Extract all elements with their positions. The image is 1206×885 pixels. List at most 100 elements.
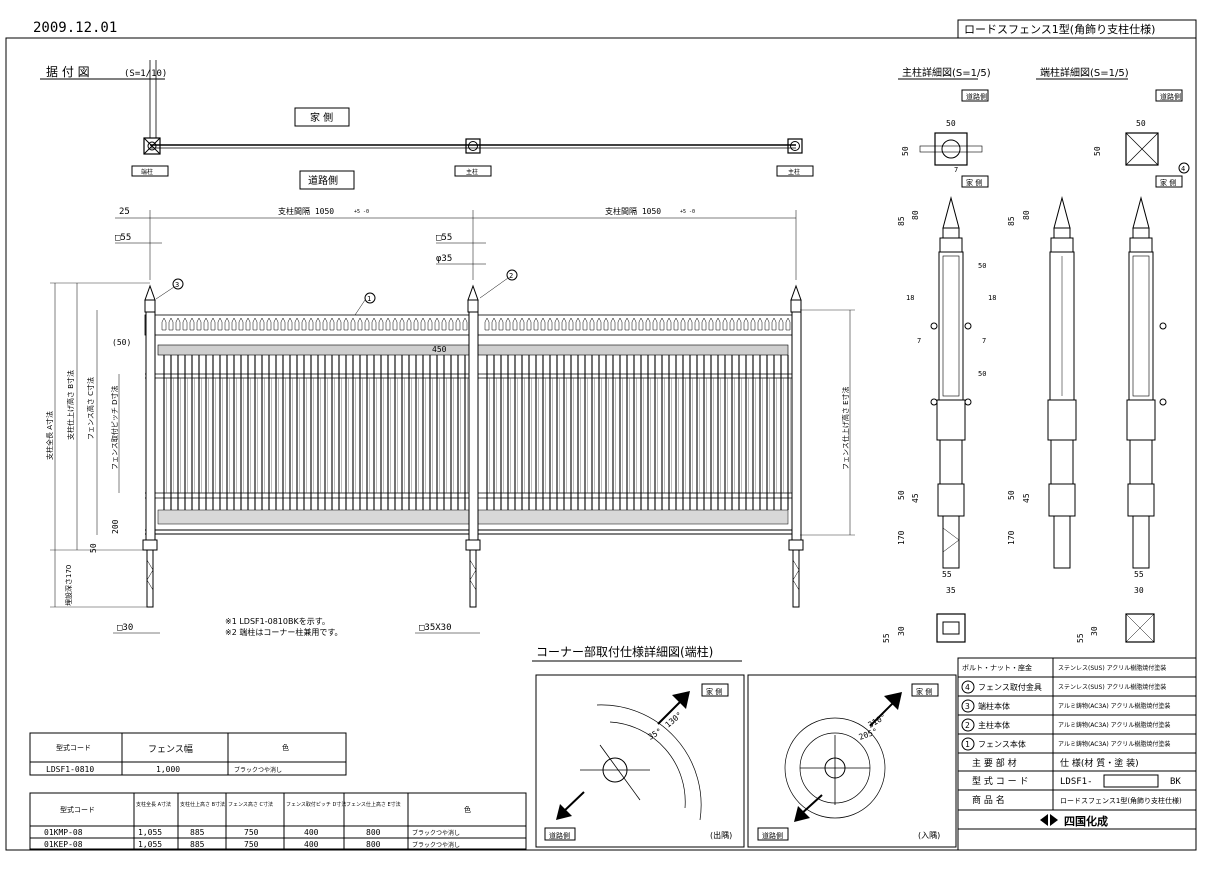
post-r1-c4: 400 [304, 840, 319, 849]
plan-house-box [294, 107, 350, 127]
end-d50-base: 50 [1007, 490, 1016, 500]
post-hdr-6: 色 [464, 805, 471, 814]
corner-title: コーナー部取付仕様詳細図(端柱) [536, 644, 713, 659]
fence-table: 型式コード フェンス幅 色 LDSF1-0810 1,000 ブラックつや消し [29, 732, 347, 776]
plan-main-post [465, 138, 481, 154]
end-d30: 30 [1134, 586, 1144, 595]
post-table: 型式コード 支柱全長 A寸法 支柱仕上高さ B寸法 フェンス高さ C寸法 フェン… [29, 792, 527, 850]
spec-part-4: フェンス本体 [978, 739, 1026, 749]
product-title: ロードスフェンス1型(角飾り支柱仕様) [964, 22, 1155, 36]
end-d80: 80 [1022, 210, 1031, 220]
angle-130: 130° [664, 710, 685, 729]
note-2: ※2 端柱はコーナー柱兼用です。 [225, 627, 343, 637]
label-e: フェンス仕上げ高さ E寸法 [841, 386, 850, 470]
label-c: フェンス高さ C寸法 [86, 377, 95, 440]
callouts: 1 2 3 [155, 269, 518, 316]
post-hdr-3: フェンス高さ C寸法 [228, 801, 273, 808]
main-detail-road: 道路側 [966, 92, 987, 101]
callout-2: 2 [509, 272, 513, 280]
end-detail-title: 端柱詳細図(S=1/5) [1040, 66, 1129, 79]
plan-road-side: 道路側 [308, 174, 338, 187]
dim-450: 450 [432, 345, 447, 354]
dim-sq55-mid: □55 [436, 233, 452, 243]
spec-spec-1: ステンレス(SUS) アクリル樹脂焼付塗装 [1058, 683, 1166, 691]
post-left [142, 284, 158, 608]
callout-1: 1 [367, 295, 371, 303]
post-r0-c4: 400 [304, 828, 319, 837]
fence-hdr-code: 型式コード [56, 743, 91, 752]
plan-label-main: 主柱 [466, 168, 478, 176]
corner-detail: コーナー部取付仕様詳細図(端柱) 家 側 道路側 130° 35° (出隅) 家… [532, 644, 957, 848]
fence-hdr-width: フェンス幅 [148, 743, 193, 755]
label-b: 支柱仕上げ高さ B寸法 [66, 370, 75, 440]
post-r0-c2: 885 [190, 828, 205, 837]
post-hdr-5: フェンス仕上高さ E寸法 [346, 801, 401, 808]
main-d50-top: 50 [946, 119, 956, 128]
end-d50-side: 50 [1093, 146, 1102, 156]
label-a: 支柱全長 A寸法 [45, 411, 54, 460]
end-mark4: 4 [1181, 165, 1185, 173]
post-r0-c3: 750 [244, 828, 259, 837]
maker-logo [1040, 814, 1048, 826]
main-d30-side: 30 [897, 626, 906, 636]
plan-end-post-right [787, 138, 803, 154]
main-d50-mid: 50 [978, 262, 986, 270]
main-d80: 80 [911, 210, 920, 220]
corner-in: (入隅) [918, 831, 940, 840]
dim-sq35x30: □35X30 [419, 623, 452, 633]
main-d170: 170 [897, 530, 906, 545]
dim-50-bottom: 50 [89, 543, 98, 553]
end-detail-road: 道路側 [1160, 92, 1181, 101]
spec-no-3: 2 [965, 721, 970, 730]
plan-house-side: 家 側 [310, 111, 333, 124]
angle-205: 205° [858, 727, 879, 742]
vertical-dimensions: 支柱全長 A寸法 支柱仕上げ高さ B寸法 フェンス高さ C寸法 フェンス取付ピッ… [45, 282, 855, 608]
dim-phi35: φ35 [436, 254, 452, 264]
main-d50-base: 50 [897, 490, 906, 500]
plan-label-main2: 主柱 [788, 168, 800, 176]
main-d7-left: 7 [917, 337, 921, 345]
dim-sq55-left: □55 [115, 233, 131, 243]
plan-label-end: 端柱 [141, 168, 153, 176]
dim-tol-2: +5 -0 [680, 209, 695, 215]
title-box [957, 19, 1197, 39]
fence-row-color: ブラックつや消し [234, 766, 282, 774]
post-r0-c1: 1,055 [138, 828, 162, 837]
main-d18-right: 18 [988, 294, 996, 302]
main-d50: 50 [901, 146, 910, 156]
top-dimensions: 25 支柱間隔 1050 支柱間隔 1050 +5 -0 +5 -0 □55 □… [115, 206, 797, 280]
install-scale: (S=1/10) [124, 69, 167, 79]
end-detail-house: 家 側 [1160, 178, 1176, 187]
fence-row-width: 1,000 [156, 765, 180, 774]
label-embed: 埋設深さ170 [64, 565, 73, 606]
dim-span-1: 支柱間隔 1050 [278, 206, 334, 216]
end-d50-top: 50 [1136, 119, 1146, 128]
post-hdr-4: フェンス取付ピッチ D寸法 [286, 801, 346, 808]
spec-no-4: 1 [965, 740, 970, 749]
post-r1-c1: 1,055 [138, 840, 162, 849]
spec-spec-4: アルミ鋳物(AC3A) アクリル樹脂焼付塗装 [1058, 740, 1170, 748]
spec-part-1: フェンス取付金具 [978, 682, 1042, 692]
main-d18-left: 18 [906, 294, 914, 302]
corner-road-1: 道路側 [549, 831, 570, 840]
plan-view: 端柱 主柱 主柱 家 側 道路側 [131, 60, 814, 190]
spec-part-0: ボルト・ナット・座金 [962, 663, 1032, 672]
plan-road-box [299, 170, 355, 190]
maker-name: 四国化成 [1064, 814, 1108, 828]
end-d45: 45 [1022, 493, 1031, 503]
post-r1-c3: 750 [244, 840, 259, 849]
dim-50p: (50) [112, 338, 131, 347]
spec-code-label: 型 式 コ ー ド [972, 775, 1028, 787]
main-d35: 35 [946, 586, 956, 595]
post-r0-c0: 01KMP-08 [44, 828, 83, 837]
post-r1-c0: 01KEP-08 [44, 840, 83, 849]
post-hdr-2: 支柱仕上高さ B寸法 [180, 801, 225, 808]
dim-span-2: 支柱間隔 1050 [605, 206, 661, 216]
main-d50-low: 50 [978, 370, 986, 378]
spec-spec-3: アルミ鋳物(AC3A) アクリル樹脂焼付塗装 [1058, 721, 1170, 729]
post-r1-c6: ブラックつや消し [412, 841, 460, 849]
main-d55: 55 [942, 570, 952, 579]
post-r0-c6: ブラックつや消し [412, 829, 460, 837]
spec-name-value: ロードスフェンス1型(角飾り支柱仕様) [1060, 796, 1182, 805]
main-detail-title: 主柱詳細図(S=1/5) [902, 66, 991, 79]
